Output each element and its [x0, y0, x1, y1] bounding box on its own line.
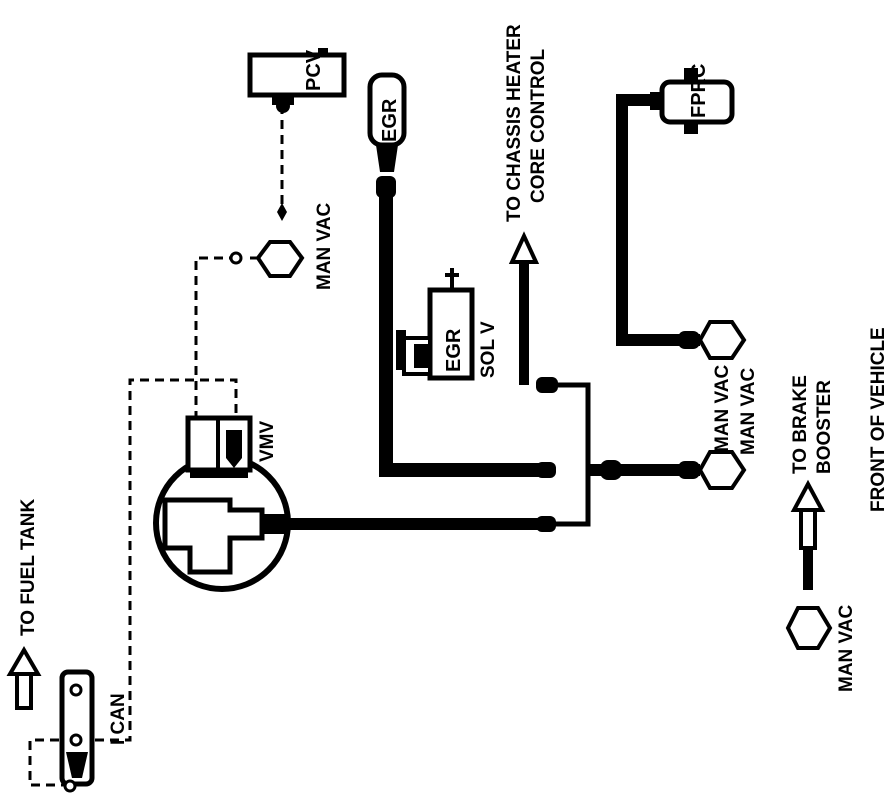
vapor-lines: [28, 105, 287, 787]
fprc-valve: [650, 68, 735, 134]
label-man-vac-mid: MAN VAC: [738, 367, 759, 455]
label-man-vac-fprc: MAN VAC: [712, 364, 733, 452]
egr-valve: [367, 72, 407, 172]
label-front-of-vehicle: FRONT OF VEHICLE: [868, 327, 889, 512]
label-core-control: CORE CONTROL: [528, 49, 549, 204]
label-to-brake: TO BRAKE: [790, 375, 811, 474]
label-to-fuel-tank: TO FUEL TANK: [18, 499, 39, 637]
label-vmv: VMV: [257, 421, 278, 463]
label-booster: BOOSTER: [814, 380, 835, 474]
arrow-to-heater-icon: [508, 231, 540, 264]
vmv-valve: [185, 415, 253, 478]
label-pcv: PCV: [303, 49, 325, 91]
arrow-to-fuel-tank-icon: [6, 646, 42, 710]
pcv-valve: [247, 48, 347, 113]
label-fprc: FPRC: [688, 64, 710, 118]
label-egr-sol-egr: EGR: [443, 328, 465, 372]
label-to-chassis-heater: TO CHASSIS HEATER: [504, 24, 525, 222]
label-egr-sol-v: SOL V: [478, 321, 499, 378]
man-vac-port-mid: [697, 450, 747, 490]
label-i-can: I CAN: [108, 693, 129, 745]
arrow-to-brake-booster-icon: [790, 479, 826, 550]
label-man-vac-top: MAN VAC: [314, 202, 335, 290]
label-man-vac-bottom: MAN VAC: [836, 604, 857, 692]
man-vac-port-fprc: [697, 320, 747, 360]
man-vac-port-bottom: [785, 606, 833, 650]
man-vac-port-top: [250, 240, 305, 278]
egr-solenoid-valve: [396, 268, 475, 381]
label-egr: EGR: [379, 98, 401, 142]
hose-fittings: [376, 176, 700, 532]
charcoal-canister: [59, 669, 95, 793]
